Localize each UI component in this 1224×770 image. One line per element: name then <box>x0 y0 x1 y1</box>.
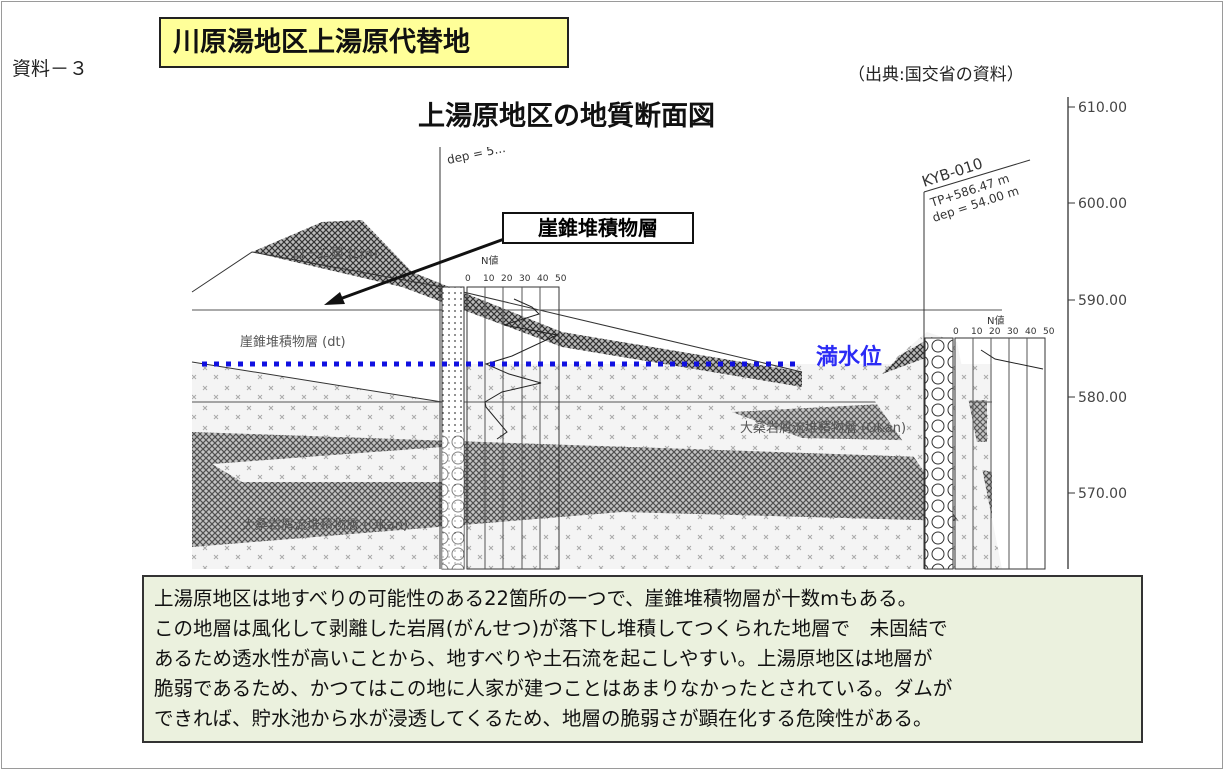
n-value-tick: 0 <box>465 274 471 284</box>
borehole-left: dep = 5... <box>439 141 560 570</box>
okan-layer-label-right: 大桑岩屑流堆積物層 (OKan) <box>740 421 906 436</box>
n-value-tick: 40 <box>1025 327 1037 337</box>
n-value-label: N値 <box>987 314 1004 327</box>
n-value-tick: 10 <box>483 274 495 284</box>
source-citation: （出典:国交省の資料） <box>848 65 1024 85</box>
description-line: 上湯原地区は地すべりの可能性のある22箇所の一つで、崖錐堆積物層が十数mもある。 <box>154 587 918 610</box>
description-line: この地層は風化して剥離した岩屑(がんせつ)が落下し堆積してつくられた地層で 未固… <box>154 617 948 640</box>
n-value-tick: 20 <box>501 274 513 284</box>
n-value-tick: 30 <box>1007 327 1019 337</box>
elevation-tick: 570.00 <box>1078 486 1127 502</box>
n-value-tick: 20 <box>989 327 1001 337</box>
description-line: できれば、貯水池から水が浸透してくるため、地層の脆弱さが顕在化する危険性がある。 <box>154 707 933 730</box>
talus-callout: 崖錐堆積物層 <box>502 212 694 244</box>
full-water-level-label: 満水位 <box>816 345 883 370</box>
okan-layer-label: 大桑岩屑流堆積物層 (OKan) <box>242 518 408 533</box>
document-label: 資料－３ <box>12 58 89 80</box>
layer-labels: ローム層 (Lm) 崖錐堆積物層 (dt) 大桑岩屑流堆積物層 (OKan) 大… <box>240 247 906 533</box>
n-value-label-left: N値 <box>481 254 498 267</box>
elevation-tick: 600.00 <box>1078 196 1127 212</box>
elevation-axis: 610.00 600.00 590.00 580.00 570.00 <box>1067 97 1127 569</box>
n-value-tick: 50 <box>1043 327 1055 337</box>
borehole-left-depth: dep = 5... <box>446 141 507 167</box>
description-line: あるため透水性が高いことから、地すべりや土石流を起こしやすい。上湯原地区は地層が <box>154 647 933 670</box>
description-line: 脆弱であるため、かつてはこの地に人家が建つことはあまりなかったとされている。ダム… <box>154 677 953 700</box>
n-value-tick: 10 <box>971 327 983 337</box>
loam-layer-label: ローム層 (Lm) <box>292 247 378 262</box>
slide-title: 川原湯地区上湯原代替地 <box>159 17 569 68</box>
description-box: 上湯原地区は地すべりの可能性のある22箇所の一つで、崖錐堆積物層が十数mもある。… <box>142 575 1143 743</box>
talus-layer-label: 崖錐堆積物層 (dt) <box>240 335 346 350</box>
n-value-tick: 0 <box>953 327 959 337</box>
n-value-tick: 30 <box>519 274 531 284</box>
elevation-tick: 580.00 <box>1078 390 1127 406</box>
callout-arrow <box>324 236 508 305</box>
elevation-tick: 610.00 <box>1078 100 1127 116</box>
elevation-tick: 590.00 <box>1078 293 1127 309</box>
diagram-title: 上湯原地区の地質断面図 <box>418 101 715 132</box>
n-value-tick: 50 <box>555 274 567 284</box>
cross-section-layers <box>191 220 1002 569</box>
n-value-tick: 40 <box>537 274 549 284</box>
